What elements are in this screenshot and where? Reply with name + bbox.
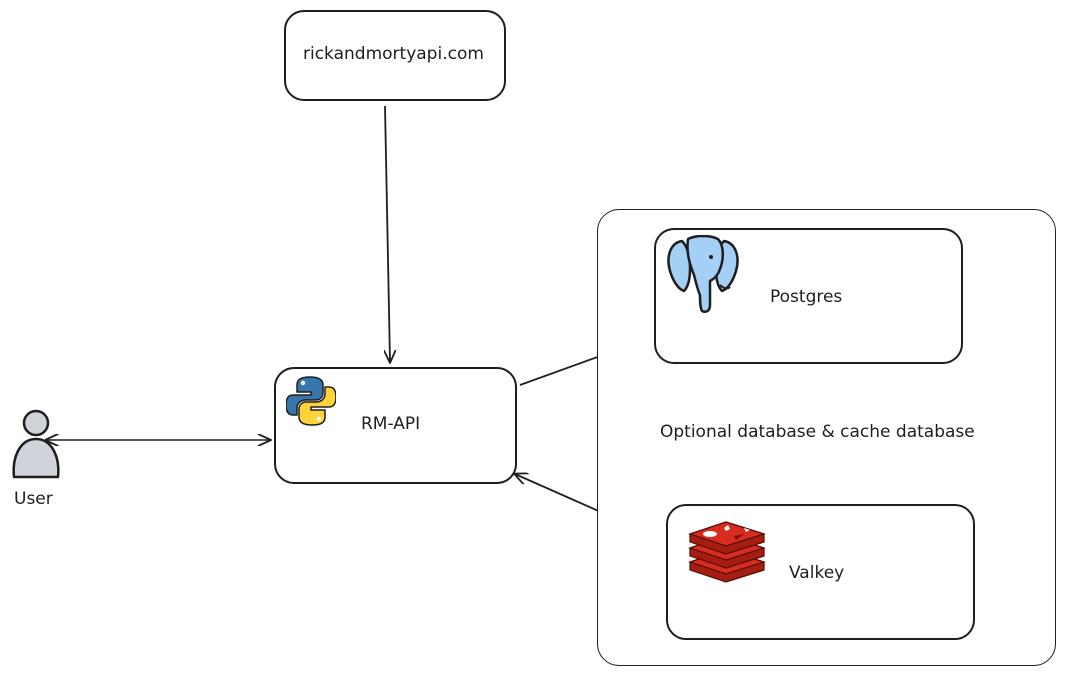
python-icon [286, 376, 336, 426]
user-icon[interactable] [8, 407, 64, 483]
edge-external-api-to-rm-api [385, 105, 390, 362]
postgres-elephant-icon [667, 235, 739, 313]
postgres-label: Postgres [770, 287, 843, 307]
redis-stack-icon [688, 521, 766, 583]
external-api-label: rickandmortyapi.com [303, 44, 484, 64]
optional-database-group-label: Optional database & cache database [660, 422, 975, 442]
user-label: User [14, 489, 53, 509]
rm-api-label: RM-API [361, 414, 421, 434]
external-api-node[interactable] [284, 10, 506, 101]
valkey-label: Valkey [789, 563, 845, 583]
